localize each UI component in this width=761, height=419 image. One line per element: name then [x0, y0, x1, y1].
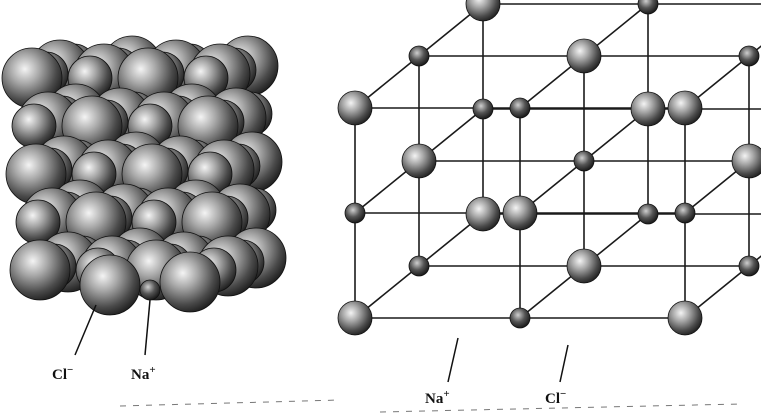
chloride-ion [337, 90, 373, 126]
chloride-ion [465, 196, 501, 232]
sodium-label-right: Na+ [425, 388, 450, 408]
sodium-ion [573, 150, 595, 172]
sodium-ion-sphere [139, 279, 161, 301]
chloride-ion [502, 195, 538, 231]
sodium-ion [344, 202, 366, 224]
sodium-ion [509, 97, 531, 119]
cl-pointer-line [74, 304, 97, 356]
sodium-symbol: Na [425, 391, 444, 407]
lattice-bond [748, 45, 761, 57]
chloride-symbol: Cl [52, 367, 67, 383]
na-pointer-line [144, 299, 151, 356]
chloride-ion [731, 143, 761, 179]
chloride-ion-sphere [9, 239, 71, 301]
chloride-ion-sphere [79, 254, 141, 316]
sodium-charge: + [443, 388, 450, 400]
chloride-ion [566, 248, 602, 284]
sodium-ion [408, 45, 430, 67]
sodium-ion [637, 203, 659, 225]
chloride-charge: − [67, 364, 74, 376]
space-filling-model [1, 35, 287, 316]
chloride-ion [566, 38, 602, 74]
cl-pointer-line [559, 344, 569, 383]
chloride-ion-sphere [159, 251, 221, 313]
sodium-charge: + [149, 364, 156, 376]
bottom-scan-dashes [119, 399, 741, 413]
chloride-ion [337, 300, 373, 336]
right-label-pointers [447, 337, 569, 383]
chloride-symbol: Cl [545, 391, 560, 407]
sodium-ion [674, 202, 696, 224]
chloride-label-right: Cl− [545, 388, 566, 408]
sodium-ion [738, 255, 760, 277]
chloride-charge: − [560, 388, 567, 400]
chloride-label-left: Cl− [52, 364, 73, 384]
chloride-ion [667, 300, 703, 336]
sodium-ion [408, 255, 430, 277]
chloride-ion [465, 0, 501, 22]
lattice-bond [748, 255, 761, 267]
sodium-label-left: Na+ [131, 364, 156, 384]
sodium-ion [472, 98, 494, 120]
na-pointer-line [447, 337, 459, 383]
chloride-ion [630, 91, 666, 127]
sodium-ion [509, 307, 531, 329]
sodium-ion [738, 45, 760, 67]
sodium-ion [637, 0, 659, 15]
chloride-ion [401, 143, 437, 179]
chloride-ion [667, 90, 703, 126]
sodium-symbol: Na [131, 367, 150, 383]
lattice-ions [337, 0, 761, 336]
ball-and-stick-model [337, 0, 761, 336]
left-label-pointers [74, 299, 151, 356]
